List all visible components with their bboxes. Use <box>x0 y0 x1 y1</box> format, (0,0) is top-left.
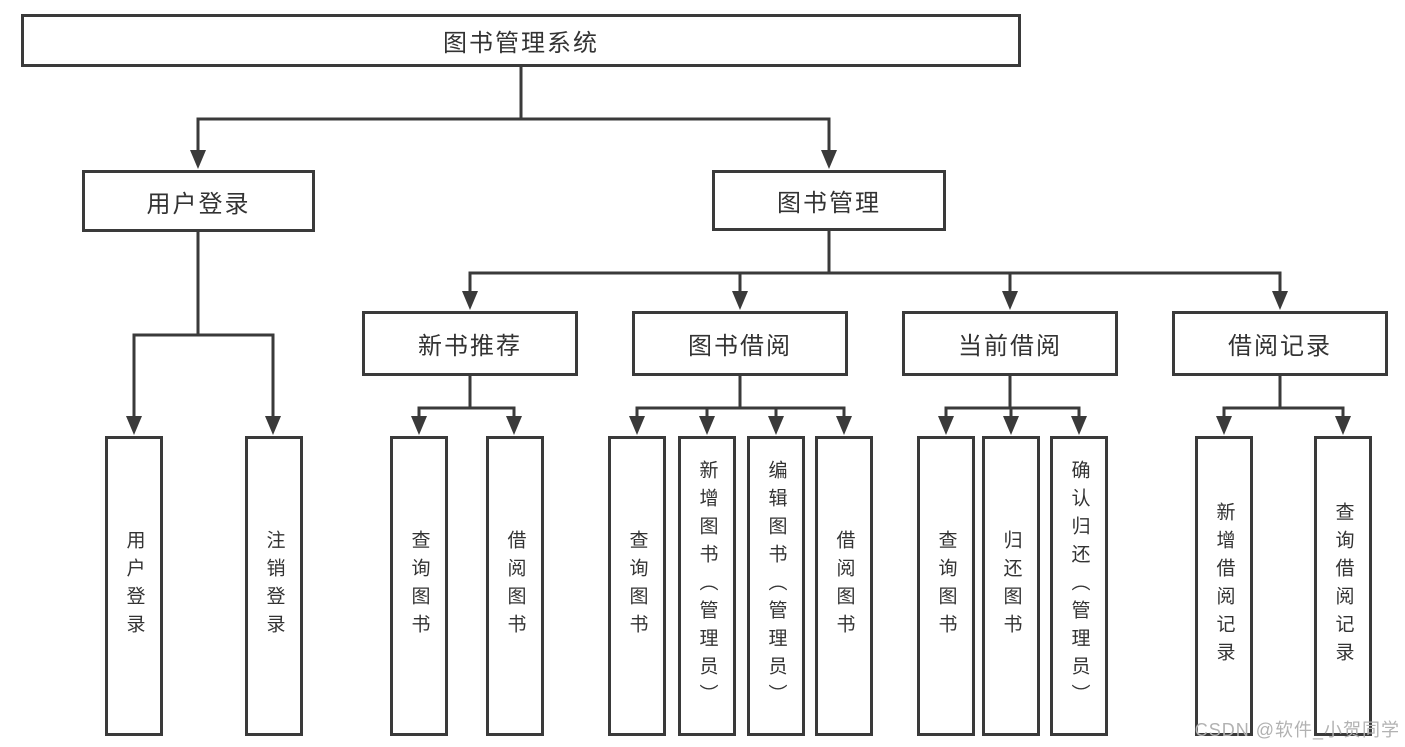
leaf-edit-book-admin-label: 编辑图书（管理员） <box>765 460 787 712</box>
leaf-query-book-recommend: 查询图书 <box>390 436 448 736</box>
leaf-add-book-admin-label: 新增图书（管理员） <box>696 460 718 712</box>
node-new-book-recommend: 新书推荐 <box>362 311 578 376</box>
leaf-user-login: 用户登录 <box>105 436 163 736</box>
node-book-management-label: 图书管理 <box>777 190 881 217</box>
leaf-query-book-borrow: 查询图书 <box>608 436 666 736</box>
node-book-management: 图书管理 <box>712 170 946 231</box>
leaf-user-login-label: 用户登录 <box>123 530 145 642</box>
leaf-borrow-book-recommend: 借阅图书 <box>486 436 544 736</box>
leaf-confirm-return-admin: 确认归还（管理员） <box>1050 436 1108 736</box>
node-book-borrow: 图书借阅 <box>632 311 848 376</box>
leaf-query-borrow-record-label: 查询借阅记录 <box>1332 502 1354 670</box>
node-book-borrow-label: 图书借阅 <box>688 333 792 360</box>
leaf-logout-label: 注销登录 <box>263 530 285 642</box>
node-root-label: 图书管理系统 <box>443 30 599 57</box>
leaf-confirm-return-admin-label: 确认归还（管理员） <box>1068 460 1090 712</box>
node-current-borrow-label: 当前借阅 <box>958 333 1062 360</box>
leaf-query-book-borrow-label: 查询图书 <box>626 530 648 642</box>
node-user-login-label: 用户登录 <box>146 190 251 218</box>
leaf-query-borrow-record: 查询借阅记录 <box>1314 436 1372 736</box>
leaf-query-book-current-label: 查询图书 <box>935 530 957 642</box>
leaf-return-book: 归还图书 <box>982 436 1040 736</box>
leaf-borrow-book-label: 借阅图书 <box>833 530 855 642</box>
leaf-borrow-book-recommend-label: 借阅图书 <box>504 530 526 642</box>
leaf-borrow-book: 借阅图书 <box>815 436 873 736</box>
node-current-borrow: 当前借阅 <box>902 311 1118 376</box>
leaf-query-book-recommend-label: 查询图书 <box>408 530 430 642</box>
leaf-add-borrow-record-label: 新增借阅记录 <box>1213 502 1235 670</box>
leaf-return-book-label: 归还图书 <box>1000 530 1022 642</box>
leaf-edit-book-admin: 编辑图书（管理员） <box>747 436 805 736</box>
node-root: 图书管理系统 <box>21 14 1021 67</box>
leaf-add-book-admin: 新增图书（管理员） <box>678 436 736 736</box>
leaf-query-book-current: 查询图书 <box>917 436 975 736</box>
node-borrow-records-label: 借阅记录 <box>1228 333 1332 360</box>
node-new-book-recommend-label: 新书推荐 <box>418 333 522 360</box>
leaf-logout: 注销登录 <box>245 436 303 736</box>
csdn-watermark: CSDN @软件_小贺同学 <box>1194 720 1400 740</box>
node-borrow-records: 借阅记录 <box>1172 311 1388 376</box>
node-user-login: 用户登录 <box>82 170 315 232</box>
leaf-add-borrow-record: 新增借阅记录 <box>1195 436 1253 736</box>
